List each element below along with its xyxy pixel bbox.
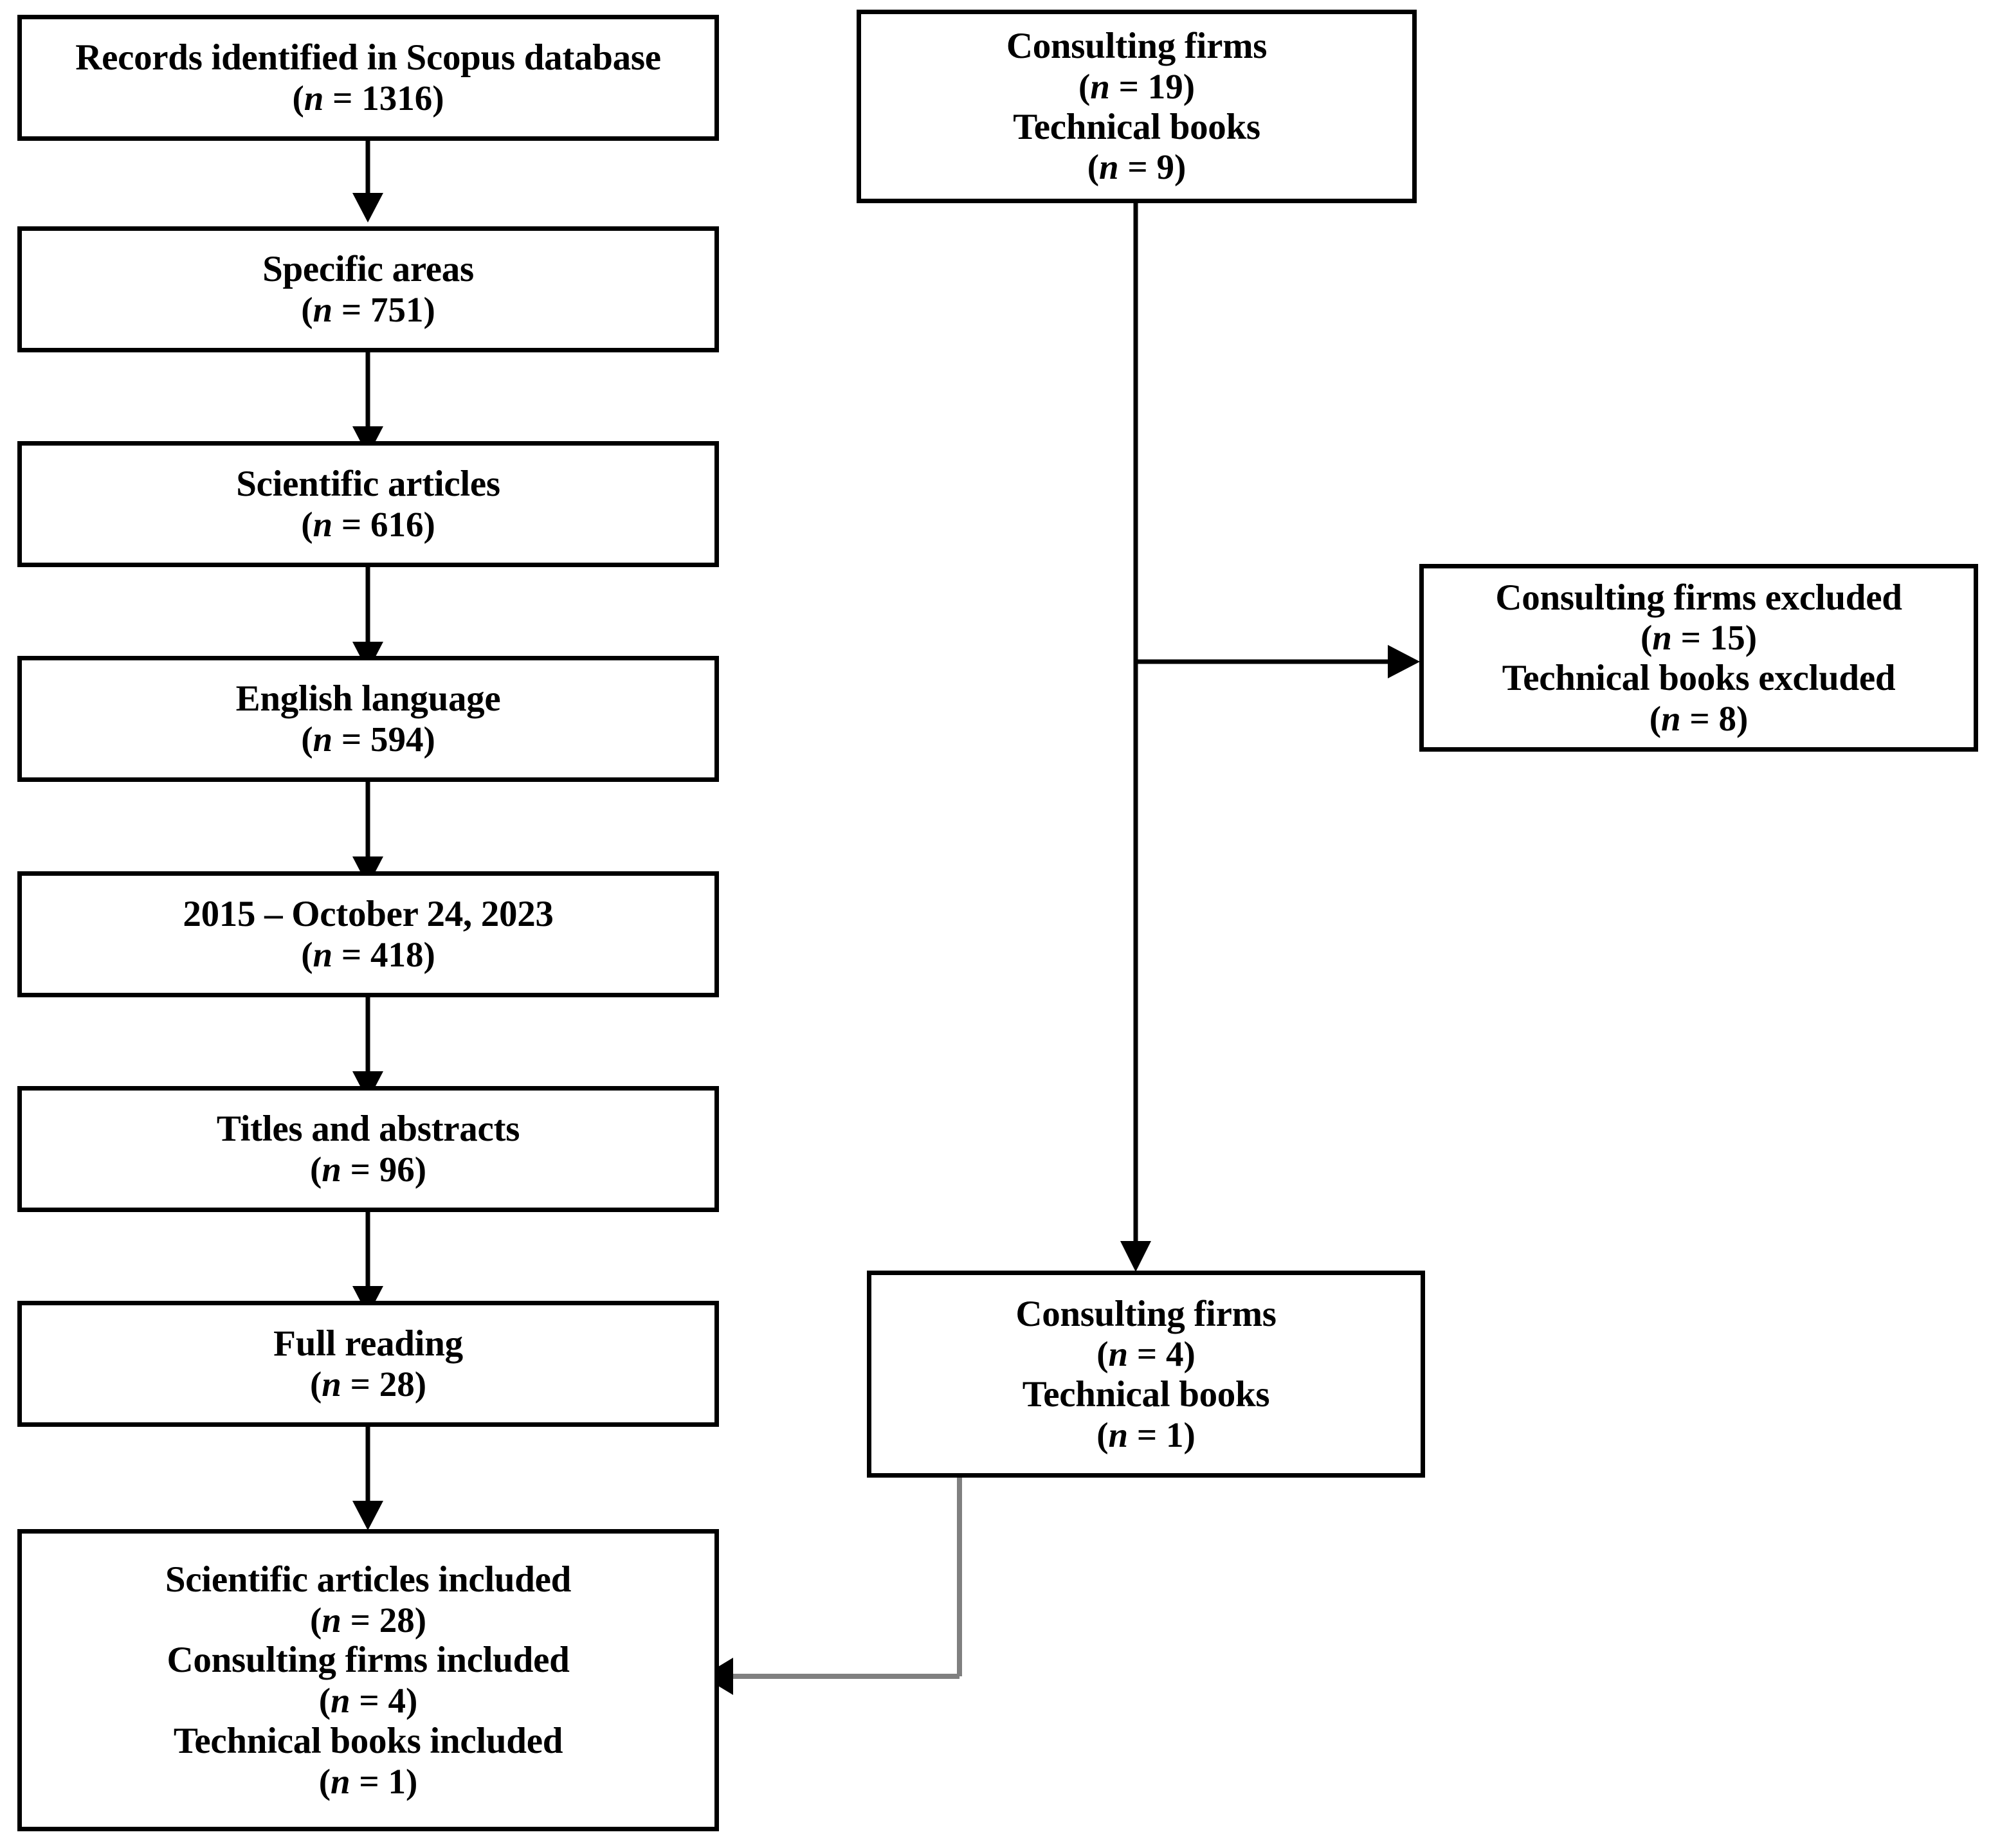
node-title: Records identified in Scopus database [75,37,661,78]
node-title: Full reading [273,1323,463,1364]
node-title-firms: Consulting firms [1015,1293,1277,1334]
node-title-firms-excluded: Consulting firms excluded [1495,577,1902,618]
node-count-books: (n = 1) [318,1761,418,1801]
arrow-titles-and-abstracts-to-full-reading [352,1212,383,1316]
node-titles-and-abstracts[interactable]: Titles and abstracts (n = 96) [17,1086,719,1212]
node-english-language[interactable]: English language (n = 594) [17,656,719,782]
node-title-firms: Consulting firms included [167,1640,570,1681]
node-count-books: (n = 1) [1096,1415,1195,1454]
node-count: (n = 1316) [292,78,444,118]
node-title-articles: Scientific articles included [165,1559,572,1600]
arrow-grey-sources-to-grey-excluded [1136,645,1420,678]
node-count: (n = 751) [301,290,435,330]
arrow-date-range-to-titles-and-abstracts [352,997,383,1101]
node-scientific-articles[interactable]: Scientific articles (n = 616) [17,441,719,567]
node-count-books: (n = 9) [1087,147,1186,187]
node-title: 2015 – October 24, 2023 [183,894,554,935]
arrow-specific-areas-to-scientific-articles [352,352,383,456]
node-count-firms: (n = 4) [1096,1334,1195,1374]
node-records-identified[interactable]: Records identified in Scopus database (n… [17,15,719,141]
node-specific-areas[interactable]: Specific areas (n = 751) [17,226,719,352]
node-count-firms: (n = 4) [318,1681,418,1721]
arrow-english-language-to-date-range [352,782,383,886]
node-title-books-excluded: Technical books excluded [1502,658,1896,698]
node-date-range[interactable]: 2015 – October 24, 2023 (n = 418) [17,871,719,997]
node-count-books-excluded: (n = 8) [1649,698,1749,738]
node-title-books: Technical books [1022,1374,1270,1415]
node-title-books: Technical books [1013,106,1260,147]
arrow-full-reading-to-included-summary [352,1427,383,1530]
node-title-firms: Consulting firms [1006,26,1268,67]
node-title-books: Technical books included [173,1720,563,1761]
node-title: English language [235,678,501,720]
node-count: (n = 418) [301,935,435,975]
arrow-grey-sources-to-grey-retained [1120,203,1151,1272]
node-count-articles: (n = 28) [309,1600,427,1640]
node-count: (n = 28) [309,1364,427,1404]
node-full-reading[interactable]: Full reading (n = 28) [17,1301,719,1427]
node-count-firms-excluded: (n = 15) [1640,618,1758,658]
node-count-firms: (n = 19) [1078,66,1195,106]
node-grey-excluded[interactable]: Consulting firms excluded (n = 15) Techn… [1419,564,1978,752]
node-count: (n = 594) [301,720,435,759]
node-count: (n = 616) [301,505,435,545]
node-count: (n = 96) [309,1150,427,1190]
node-title: Scientific articles [236,464,500,505]
node-grey-sources[interactable]: Consulting firms (n = 19) Technical book… [857,10,1417,203]
arrow-grey-retained-to-included-summary [702,1478,962,1695]
node-title: Specific areas [262,249,474,290]
node-included-summary[interactable]: Scientific articles included (n = 28) Co… [17,1529,719,1831]
arrow-records-to-specific-areas [352,141,383,222]
node-title: Titles and abstracts [216,1109,520,1150]
node-grey-retained[interactable]: Consulting firms (n = 4) Technical books… [867,1271,1425,1478]
